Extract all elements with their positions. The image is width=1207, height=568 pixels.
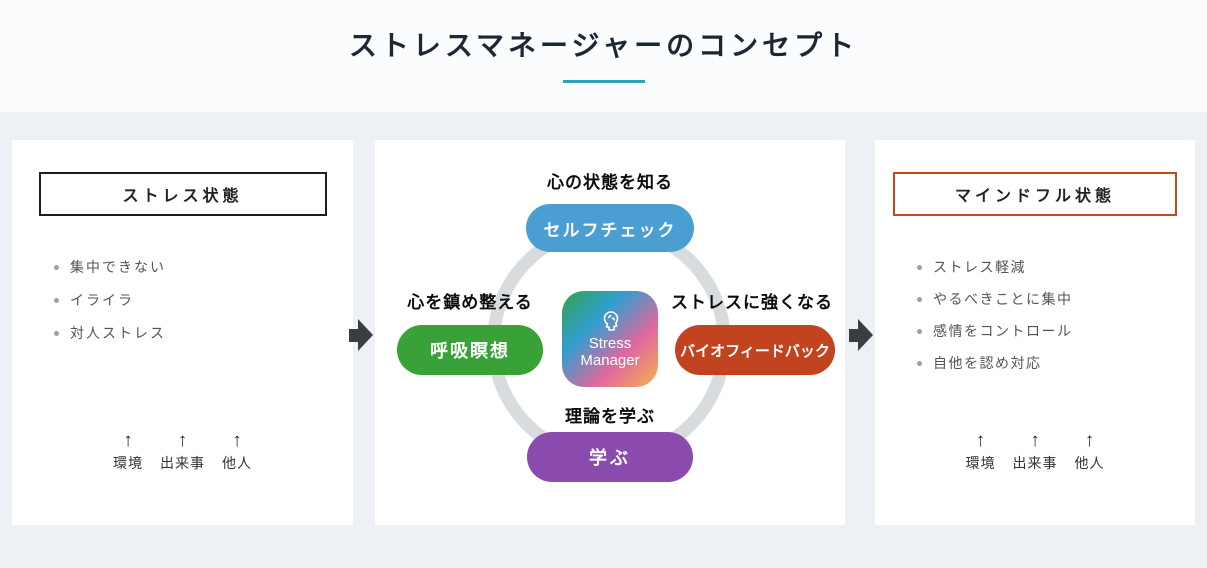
stress-symptoms-list: 集中できない イライラ 対人ストレス xyxy=(54,260,353,340)
mindful-benefits-list: ストレス軽減 やるべきことに集中 感情をコントロール 自他を認め対応 xyxy=(917,260,1195,370)
up-arrow-icon: ↑ xyxy=(1030,430,1040,451)
bullet-icon xyxy=(54,330,59,336)
stress-state-title-box: ストレス状態 xyxy=(38,172,327,216)
learn-button: 学ぶ xyxy=(527,432,693,482)
mindful-state-title: マインドフル状態 xyxy=(954,188,1115,205)
logo-text-line2: Manager xyxy=(580,352,640,369)
list-item-label: ストレス軽減 xyxy=(933,259,1026,275)
caption-calm-mind: 心を鎮め整える xyxy=(407,293,533,312)
up-arrow-icon: ↑ xyxy=(123,430,133,451)
bullet-icon xyxy=(54,264,59,270)
list-item-label: 対人ストレス xyxy=(70,325,166,341)
up-arrow-icon: ↑ xyxy=(975,430,986,451)
factor-label: 他人 xyxy=(1074,455,1105,471)
factor-label: 他人 xyxy=(222,455,252,471)
caption-learn-theory: 理論を学ぶ xyxy=(565,407,655,426)
factor-item: ↑ 他人 xyxy=(222,431,252,473)
list-item: 感情をコントロール xyxy=(917,324,1195,338)
factor-label: 出来事 xyxy=(1012,455,1058,471)
breathing-meditation-button: 呼吸瞑想 xyxy=(397,325,543,375)
stress-cause-factors: ↑ 環境 ↑ 出来事 ↑ 他人 xyxy=(12,431,353,473)
list-item: ストレス軽減 xyxy=(917,260,1195,274)
up-arrow-icon: ↑ xyxy=(177,430,188,451)
factor-item: ↑ 環境 xyxy=(113,431,143,473)
mindful-state-panel: マインドフル状態 ストレス軽減 やるべきことに集中 感情をコントロール 自他を認… xyxy=(875,140,1195,525)
logo-wordmark: Stress Manager xyxy=(580,335,639,370)
flow-arrow-tail xyxy=(849,328,858,342)
list-item: 集中できない xyxy=(54,260,353,274)
brain-icon xyxy=(603,310,619,331)
stress-state-panel: ストレス状態 集中できない イライラ 対人ストレス ↑ 環境 ↑ 出 xyxy=(12,140,353,525)
self-check-button: セルフチェック xyxy=(526,204,694,252)
bullet-icon xyxy=(917,360,922,366)
list-item: イライラ xyxy=(54,293,353,307)
stress-state-title: ストレス状態 xyxy=(122,188,243,205)
mindful-state-title-box: マインドフル状態 xyxy=(893,172,1177,216)
logo-text-line1: Stress xyxy=(588,334,632,352)
title-underline xyxy=(562,80,645,83)
flow-arrow-icon xyxy=(849,319,873,351)
list-item: 対人ストレス xyxy=(54,326,353,340)
biofeedback-button: バイオフィードバック xyxy=(675,325,835,375)
flow-arrow-head xyxy=(358,319,373,351)
up-arrow-icon: ↑ xyxy=(232,430,242,451)
factor-label: 環境 xyxy=(965,455,996,471)
bullet-icon xyxy=(917,296,922,302)
factor-item: ↑ 環境 xyxy=(966,431,996,473)
bullet-icon xyxy=(917,264,922,270)
bullet-icon xyxy=(917,328,922,334)
flow-arrow-tail xyxy=(349,328,358,342)
up-arrow-icon: ↑ xyxy=(1084,430,1095,451)
factor-item: ↑ 出来事 xyxy=(1013,431,1058,473)
header-background xyxy=(0,0,1207,112)
factor-label: 出来事 xyxy=(160,455,205,471)
bullet-icon xyxy=(54,297,59,303)
mindful-cause-factors: ↑ 環境 ↑ 出来事 ↑ 他人 xyxy=(875,431,1195,473)
caption-stress-resilience: ストレスに強くなる xyxy=(671,293,833,312)
stress-manager-app-logo: Stress Manager xyxy=(562,291,658,387)
concept-diagram-panel: 心の状態を知る セルフチェック 心を鎮め整える 呼吸瞑想 ストレスに強くなる バ… xyxy=(375,140,845,525)
list-item-label: やるべきことに集中 xyxy=(933,291,1073,307)
caption-know-state: 心の状態を知る xyxy=(547,173,673,192)
flow-arrow-head xyxy=(858,319,873,351)
list-item-label: イライラ xyxy=(70,292,134,308)
page-title: ストレスマネージャーのコンセプト xyxy=(348,30,859,61)
flow-arrow-icon xyxy=(349,319,373,351)
factor-item: ↑ 出来事 xyxy=(160,431,205,473)
list-item-label: 集中できない xyxy=(70,259,166,275)
list-item: やるべきことに集中 xyxy=(917,292,1195,306)
list-item-label: 自他を認め対応 xyxy=(933,355,1042,371)
list-item: 自他を認め対応 xyxy=(917,356,1195,370)
factor-item: ↑ 他人 xyxy=(1075,431,1105,473)
list-item-label: 感情をコントロール xyxy=(933,323,1073,339)
factor-label: 環境 xyxy=(113,455,143,471)
